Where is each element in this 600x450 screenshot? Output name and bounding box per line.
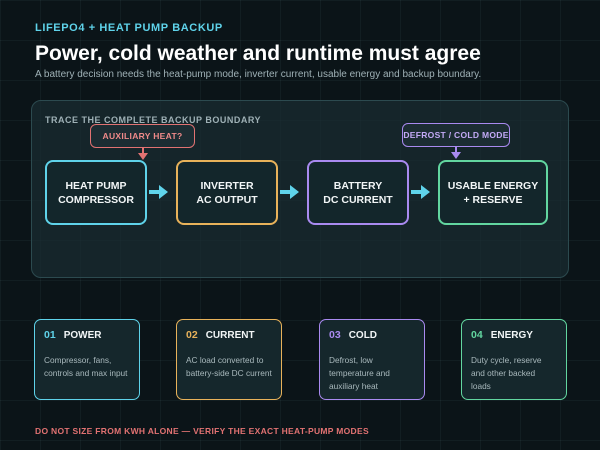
card-description: AC load converted to battery-side DC cur… [186, 355, 272, 378]
stage-line: USABLE ENERGY [447, 179, 539, 192]
card-number: 04 [471, 329, 483, 341]
stage-line: AC OUTPUT [196, 193, 258, 206]
card-current: 02 CURRENT AC load converted to battery-… [176, 319, 282, 400]
stage-line: + RESERVE [463, 193, 523, 206]
card-title: ENERGY [490, 330, 533, 341]
card-power: 01 POWER Compressor, fans, controls and … [34, 319, 140, 400]
card-description: Defrost, low temperature and auxiliary h… [329, 355, 390, 391]
card-title: COLD [348, 330, 378, 341]
stage-line: BATTERY [333, 179, 383, 192]
card-number: 01 [44, 329, 56, 341]
card-title: POWER [63, 330, 102, 341]
card-header: 04 ENERGY [471, 329, 557, 341]
defrost-cold-mode-callout: DEFROST / COLD MODE [402, 123, 510, 147]
card-number: 02 [186, 329, 198, 341]
page-subtitle: A battery decision needs the heat-pump m… [35, 69, 482, 80]
card-energy: 04 ENERGY Duty cycle, reserve and other … [461, 319, 567, 400]
kicker-label: LIFEPO4 + HEAT PUMP BACKUP [35, 22, 223, 34]
stage-heat-pump-compressor: HEAT PUMP COMPRESSOR [45, 160, 147, 225]
warning-footer: DO NOT SIZE FROM KWH ALONE — VERIFY THE … [35, 426, 369, 436]
panel-heading: TRACE THE COMPLETE BACKUP BOUNDARY [45, 115, 262, 125]
card-header: 02 CURRENT [186, 329, 272, 341]
page-title: Power, cold weather and runtime must agr… [35, 42, 481, 65]
card-cold: 03 COLD Defrost, low temperature and aux… [319, 319, 425, 400]
stage-line: COMPRESSOR [58, 193, 134, 206]
card-header: 01 POWER [44, 329, 130, 341]
stage-line: INVERTER [200, 179, 254, 192]
stage-line: DC CURRENT [323, 193, 393, 206]
stage-battery-dc-current: BATTERY DC CURRENT [307, 160, 409, 225]
stage-line: HEAT PUMP [65, 179, 127, 192]
card-header: 03 COLD [329, 329, 415, 341]
card-description: Duty cycle, reserve and other backed loa… [471, 355, 542, 391]
card-description: Compressor, fans, controls and max input [44, 355, 128, 378]
card-number: 03 [329, 329, 341, 341]
auxiliary-heat-callout: AUXILIARY HEAT? [90, 124, 195, 148]
stage-inverter-ac-output: INVERTER AC OUTPUT [176, 160, 278, 225]
defrost-cold-mode-label: DEFROST / COLD MODE [403, 130, 509, 140]
auxiliary-heat-label: AUXILIARY HEAT? [102, 131, 183, 141]
card-title: CURRENT [205, 330, 255, 341]
stage-usable-energy-reserve: USABLE ENERGY + RESERVE [438, 160, 548, 225]
